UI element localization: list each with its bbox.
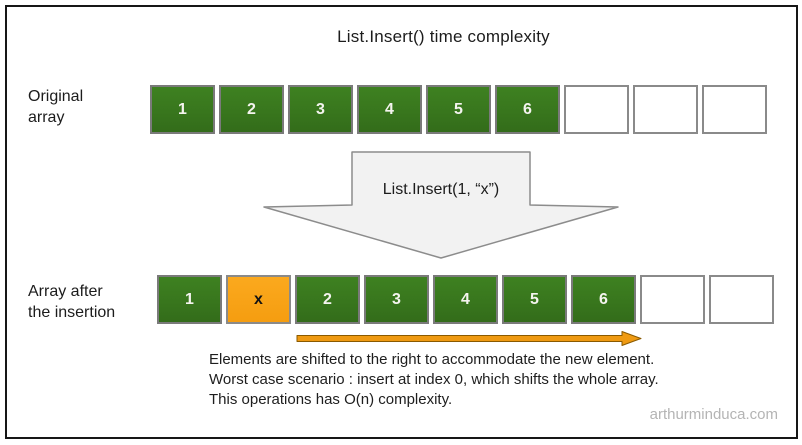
original-array-label-line2: array <box>28 109 65 126</box>
after-insertion-label-line1: Array after <box>28 283 103 300</box>
array-cell: 4 <box>433 275 498 324</box>
shift-right-arrow-icon <box>296 331 642 346</box>
array-cell: 2 <box>295 275 360 324</box>
array-cell: 1 <box>157 275 222 324</box>
array-cell: 4 <box>357 85 422 134</box>
array-cell: 3 <box>288 85 353 134</box>
array-cell: 6 <box>495 85 560 134</box>
explanation-line3: This operations has O(n) complexity. <box>209 391 453 408</box>
after-insertion-cells: 1 x 2 3 4 5 6 <box>157 275 774 324</box>
watermark: arthurminduca.com <box>649 406 778 423</box>
insert-down-arrow-icon <box>263 151 619 259</box>
after-insertion-label-line2: the insertion <box>28 304 116 321</box>
array-cell-empty <box>709 275 774 324</box>
original-array-label-line1: Original <box>28 88 84 105</box>
array-cell-empty <box>640 275 705 324</box>
original-array-cells: 1 2 3 4 5 6 <box>150 85 767 134</box>
array-cell-empty <box>702 85 767 134</box>
array-cell: 6 <box>571 275 636 324</box>
array-cell-empty <box>633 85 698 134</box>
array-cell: 3 <box>364 275 429 324</box>
array-cell: 5 <box>502 275 567 324</box>
original-array-label: Original array <box>28 86 83 128</box>
array-cell: 2 <box>219 85 284 134</box>
array-cell: 1 <box>150 85 215 134</box>
after-insertion-label: Array after the insertion <box>28 281 115 323</box>
insert-call-label: List.Insert(1, “x”) <box>382 181 500 198</box>
array-cell-empty <box>564 85 629 134</box>
array-cell: 5 <box>426 85 491 134</box>
diagram-title: List.Insert() time complexity <box>337 27 550 46</box>
explanation-text: Elements are shifted to the right to acc… <box>209 350 659 410</box>
array-cell-inserted: x <box>226 275 291 324</box>
explanation-line1: Elements are shifted to the right to acc… <box>209 351 655 368</box>
explanation-line2: Worst case scenario : insert at index 0,… <box>209 371 659 388</box>
